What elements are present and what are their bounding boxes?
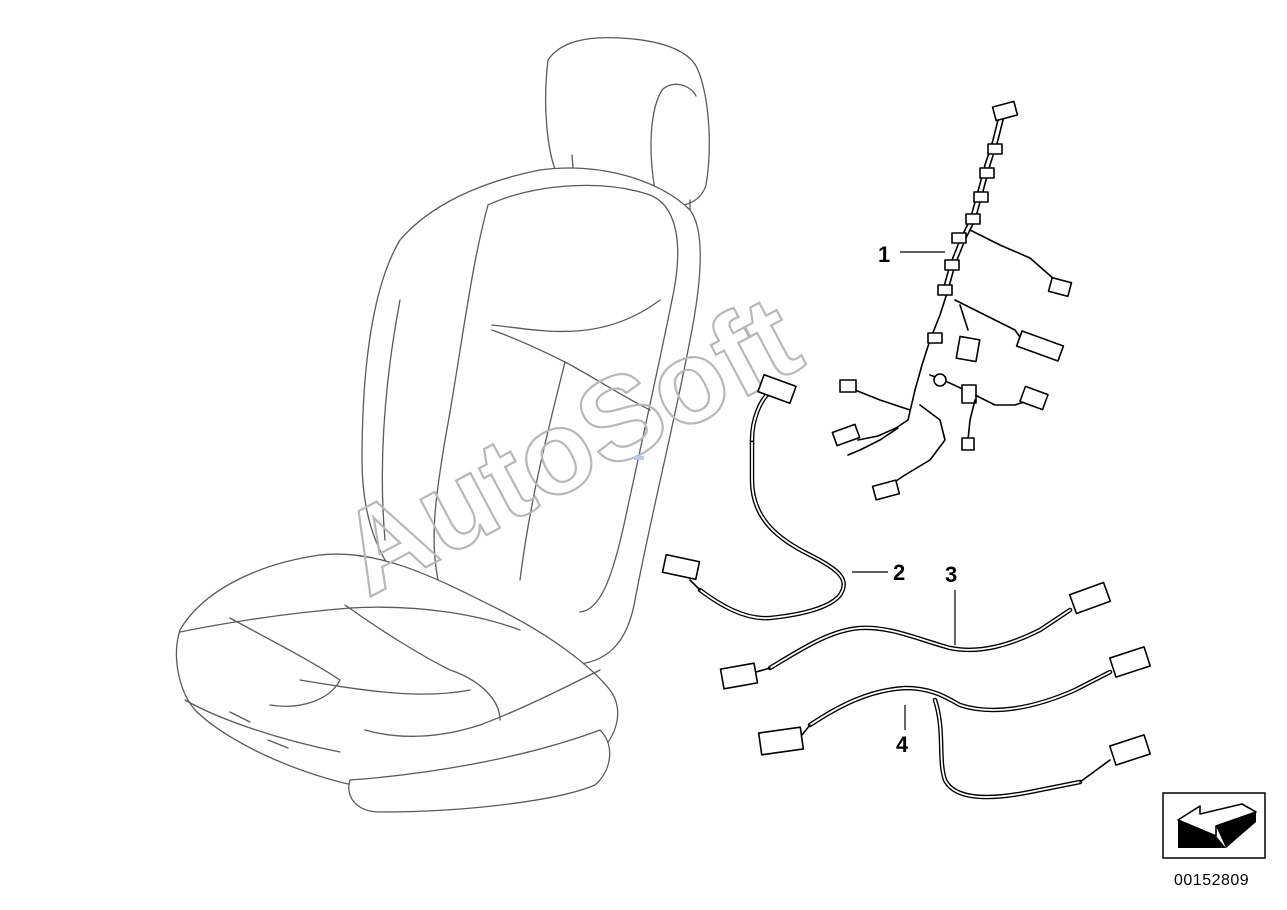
svg-text:4: 4 — [896, 732, 909, 757]
document-number: 00152809 — [1174, 872, 1249, 889]
arrow-icon[interactable] — [1162, 792, 1266, 859]
cable-4 — [757, 646, 1152, 800]
backrest — [361, 167, 701, 666]
callout-2: 2 — [852, 560, 905, 585]
cable-2 — [661, 373, 846, 621]
seat-base — [348, 729, 611, 813]
seat-illustration — [175, 36, 710, 813]
svg-text:1: 1 — [878, 242, 890, 267]
callout-3: 3 — [945, 562, 957, 645]
svg-text:3: 3 — [945, 562, 957, 587]
marker-dot — [634, 456, 644, 460]
callout-4: 4 — [896, 705, 909, 757]
wiring-harness-1 — [831, 100, 1073, 501]
svg-text:2: 2 — [893, 560, 905, 585]
callout-1: 1 — [878, 242, 945, 267]
cable-3 — [719, 581, 1112, 690]
